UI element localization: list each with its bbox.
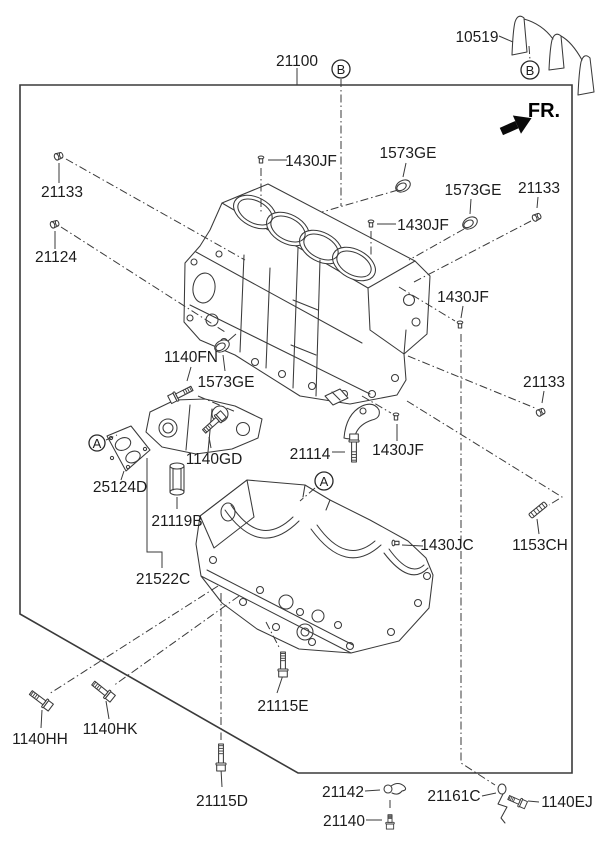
cap-1573ge-3-icon [214,339,230,353]
pin-1430jf-3-icon [456,320,464,329]
view-marker-b-1: B [331,59,351,79]
pin-1430jf-2-icon [367,219,375,228]
part-label-1140ej: 1140EJ [541,794,592,811]
fr-arrow-icon [499,115,532,136]
part-label-1430jf-2: 1430JF [397,217,449,234]
stud-1153ch-icon [528,501,548,519]
part-label-1573ge-1: 1573GE [380,145,437,162]
cylinder-block-art [183,183,431,405]
bracket-10519-art [511,15,595,96]
bolt-21115d-icon [215,743,227,772]
diagram-border [19,84,573,774]
part-label-21133-2: 21133 [518,180,560,197]
view-marker-a-1-label: A [93,436,102,451]
part-label-21161c: 21161C [427,788,480,805]
oil-pump-bracket-art [145,398,263,455]
part-label-1140hk: 1140HK [83,721,139,738]
part-label-1430jf-3: 1430JF [437,289,489,306]
bolt-1140hk-icon [91,680,116,703]
cap-1573ge-1-icon [395,179,411,193]
part-label-21100: 21100 [276,53,318,70]
ladder-frame-art [195,479,434,654]
plug-21124-icon [49,220,60,229]
view-marker-a-1: A [88,434,106,452]
part-label-1430jf-4: 1430JF [372,442,424,459]
view-marker-a-2: A [314,471,334,491]
plug-21133-3-icon [535,407,546,417]
plug-21133-2-icon [531,212,542,222]
view-marker-b-2-label: B [526,63,535,78]
part-label-21142: 21142 [322,784,364,801]
part-label-21133-1: 21133 [41,184,83,201]
part-label-21124: 21124 [35,249,77,266]
plug-21133-1-icon [53,152,64,161]
part-label-10519: 10519 [455,29,498,46]
part-label-1140gd: 1140GD [186,451,243,468]
leader-lines [40,35,545,821]
cap-1573ge-2-icon [462,216,478,230]
bolt-21115e-icon [277,651,289,678]
part-label-1430jf-1: 1430JF [285,153,337,170]
part-label-21115d: 21115D [196,793,248,810]
view-marker-b-1-label: B [337,62,346,77]
part-label-1430jc: 1430JC [420,537,473,554]
bolt-1140ej-icon [507,795,528,810]
part-label-1573ge-3: 1573GE [198,374,255,391]
pin-1430jf-1-icon [257,155,265,164]
hardware-glyphs [28,152,548,830]
gasket-25124d-art [106,425,151,472]
reference-dash-lines [48,45,563,811]
hook-21161c-art [497,783,508,824]
view-marker-b-2: B [520,60,540,80]
part-label-21114: 21114 [290,446,331,463]
view-marker-a-2-label: A [320,474,329,489]
part-label-21140: 21140 [323,813,365,830]
clip-21142-art [383,782,407,795]
bolt-1140fn-icon [167,385,194,405]
part-label-1140hh: 1140HH [12,731,68,748]
part-label-25124d: 25124D [93,479,147,496]
bolt-1140gd-icon [202,410,227,434]
part-label-1573ge-2: 1573GE [445,182,502,199]
oil-filter-21119b-art [169,462,185,496]
part-label-21133-3: 21133 [523,374,565,391]
bolt-21114-icon [348,433,360,463]
part-label-21522c: 21522C [136,571,190,588]
fr-direction-label: FR. [528,100,560,122]
pin-1430jc-icon [391,539,400,547]
pin-1430jf-4-icon [392,412,400,421]
part-label-1140fn: 1140FN [164,349,218,366]
part-label-21119b: 21119B [151,513,202,530]
part-label-21115e: 21115E [257,698,308,715]
bolt-21140-icon [385,814,395,830]
part-label-1153ch: 1153CH [512,537,568,554]
bolt-1140hh-icon [28,690,54,712]
